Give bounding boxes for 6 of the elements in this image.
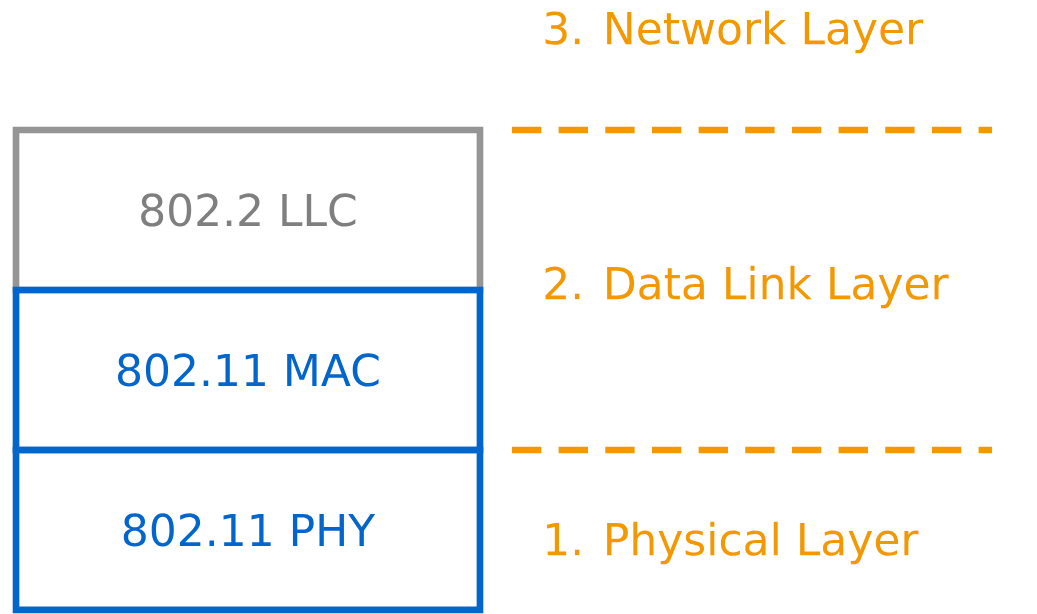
- layer-box: 802.11 MAC: [12, 286, 484, 454]
- layer-label: 3. Network Layer: [545, 10, 924, 54]
- layer-box: 802.11 PHY: [12, 446, 484, 614]
- layer-box: 802.2 LLC: [12, 126, 484, 294]
- layer-label: 2. Data Link Layer: [545, 265, 949, 309]
- layer-label: 1. Physical Layer: [547, 521, 919, 565]
